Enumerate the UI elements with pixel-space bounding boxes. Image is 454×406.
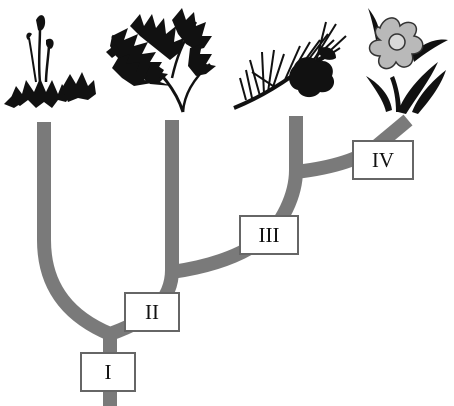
flowering-plant-icon [366,8,448,114]
node-label-iv: IV [352,140,414,180]
node-label-iii: III [239,215,299,255]
branch-moss [44,122,110,334]
fern-icon [106,8,216,112]
node-label-ii: II [124,292,180,332]
moss-icon [4,15,96,108]
node-label-i: I [80,352,136,392]
pine-branch-icon [234,22,346,108]
